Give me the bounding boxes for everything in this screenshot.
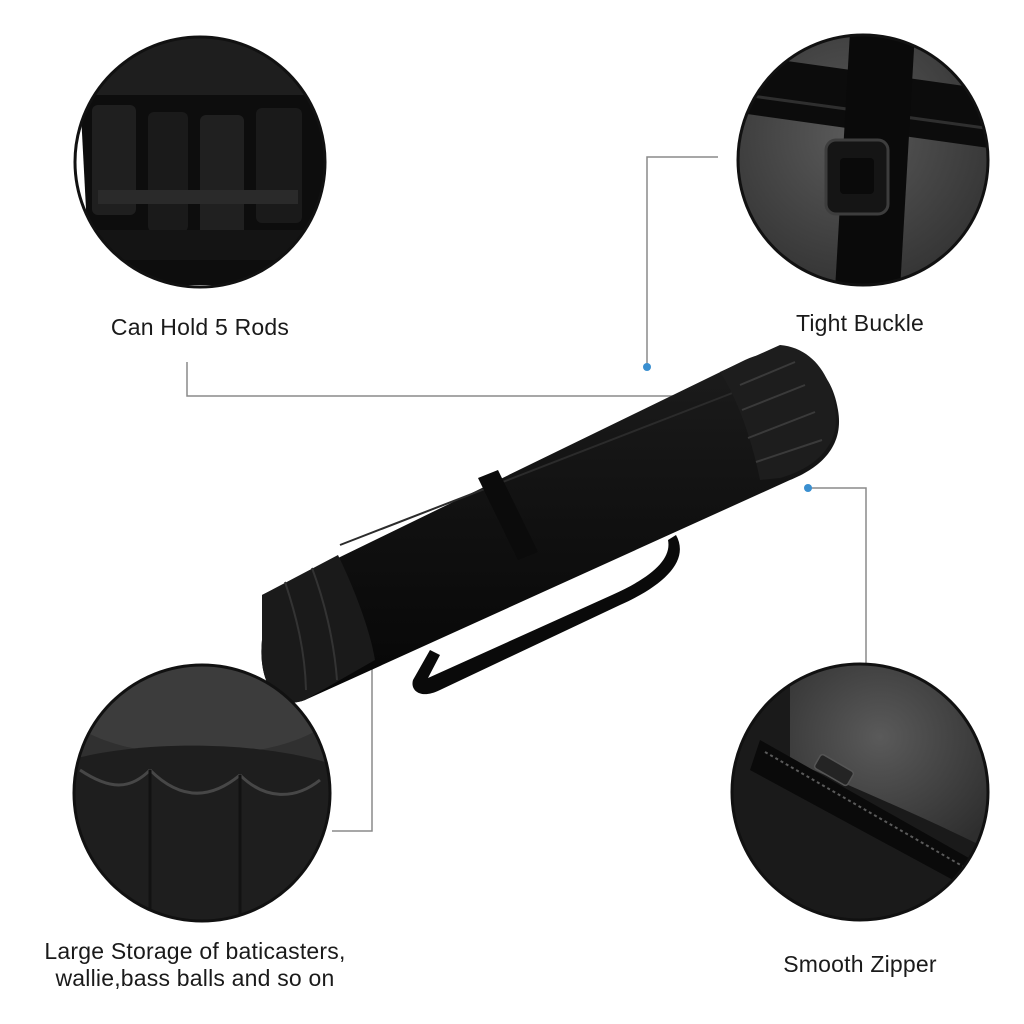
shoulder-strap <box>412 535 680 695</box>
callout-line-zipper <box>808 487 867 668</box>
bag-body <box>261 352 840 703</box>
left-end-pockets <box>261 555 375 703</box>
caption-smooth-zipper: Smooth Zipper <box>783 951 937 977</box>
caption-large-storage-line2: wallie,bass balls and so on <box>55 965 335 991</box>
callout-dot-zipper <box>804 484 812 492</box>
caption-large-storage-line1: Large Storage of baticasters, <box>44 938 346 964</box>
callout-line-buckle <box>646 156 718 367</box>
detail-circle-buckle <box>736 33 990 287</box>
callout-line-rods <box>186 362 726 397</box>
fishing-rod-bag <box>261 345 840 703</box>
caption-tight-buckle: Tight Buckle <box>795 310 925 336</box>
callout-lines <box>186 156 867 832</box>
detail-circle-rod-holders <box>73 35 327 289</box>
callout-dot-buckle <box>643 363 651 371</box>
caption-can-hold-rods: Can Hold 5 Rods <box>110 314 290 340</box>
right-end-pockets <box>720 345 836 480</box>
caption-large-storage: Large Storage of baticasters, wallie,bas… <box>20 938 370 992</box>
carry-handle <box>478 470 538 560</box>
bag-seam <box>339 391 736 546</box>
callout-line-storage <box>332 658 373 832</box>
detail-circle-zipper <box>730 662 990 922</box>
